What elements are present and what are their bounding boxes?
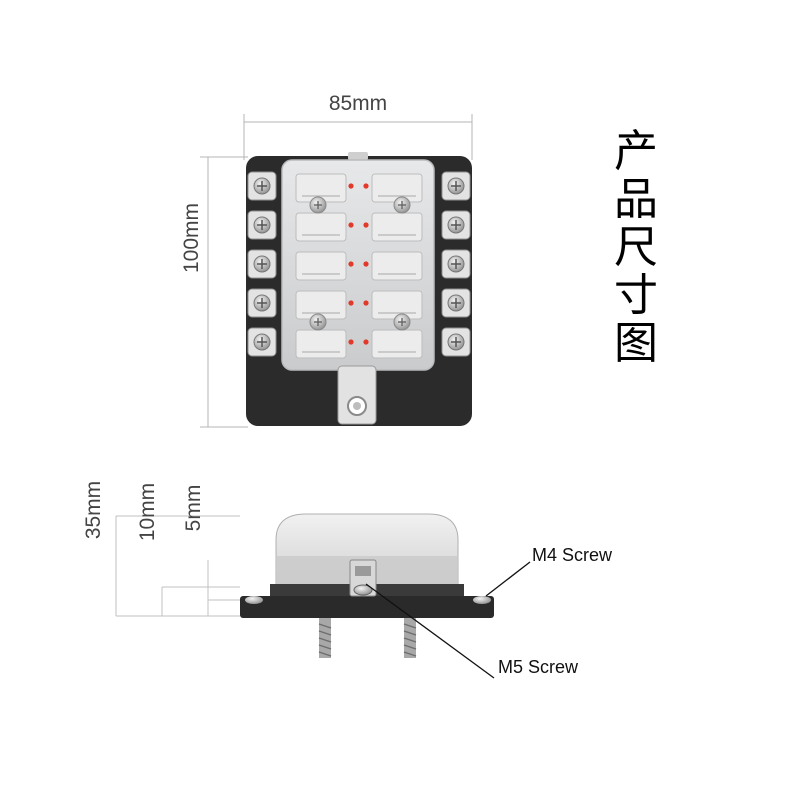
fuse-slot: [295, 329, 347, 359]
led-indicator-icon: [363, 300, 369, 306]
led-indicator-icon: [348, 222, 354, 228]
base-height-label: 5mm: [182, 485, 205, 532]
top-view: 85mm 100mm: [180, 92, 473, 428]
fuse-slot: [295, 251, 347, 281]
side-view: 35mm 10mm 5mm: [82, 481, 613, 679]
width-dimension: [243, 114, 473, 160]
side-base-plate: [240, 596, 494, 618]
fuse-slots: [295, 173, 423, 359]
m4-screw-right-icon: [473, 596, 491, 604]
m5-leader-line: [365, 583, 495, 679]
led-indicator-icon: [348, 261, 354, 267]
led-indicator-icon: [363, 222, 369, 228]
stud-left: [318, 618, 332, 658]
total-height-label: 35mm: [82, 481, 105, 539]
right-terminals: [441, 171, 471, 357]
mount-hole-center: [353, 402, 361, 410]
side-dimension-lines: [115, 515, 240, 617]
m5-callout: M5 Screw: [498, 657, 579, 677]
led-indicator-icon: [348, 339, 354, 345]
fuse-slot: [371, 329, 423, 359]
fuse-slot: [371, 212, 423, 242]
m4-screw-left-icon: [245, 596, 263, 604]
m4-leader-line: [485, 561, 531, 597]
height-dimension: [200, 156, 248, 428]
fuse-slot: [371, 173, 423, 203]
led-indicator-icon: [363, 261, 369, 267]
page-title: 产品尺寸图: [614, 126, 658, 369]
fuse-slot: [371, 290, 423, 320]
height-label: 100mm: [180, 203, 203, 273]
mount-tab: [337, 365, 377, 425]
led-indicator-icon: [363, 183, 369, 189]
fuse-slot: [295, 212, 347, 242]
m5-screw-icon: [353, 584, 373, 596]
m4-callout: M4 Screw: [532, 545, 613, 565]
led-indicator-icon: [348, 300, 354, 306]
fuse-slot: [371, 251, 423, 281]
m5-terminal-slot: [355, 566, 371, 576]
led-indicator-icon: [348, 183, 354, 189]
stud-right: [403, 618, 417, 658]
led-indicator-icon: [363, 339, 369, 345]
cover-tab: [348, 152, 368, 160]
mid-height-label: 10mm: [136, 483, 159, 541]
width-label: 85mm: [329, 92, 387, 115]
left-terminals: [247, 171, 277, 357]
